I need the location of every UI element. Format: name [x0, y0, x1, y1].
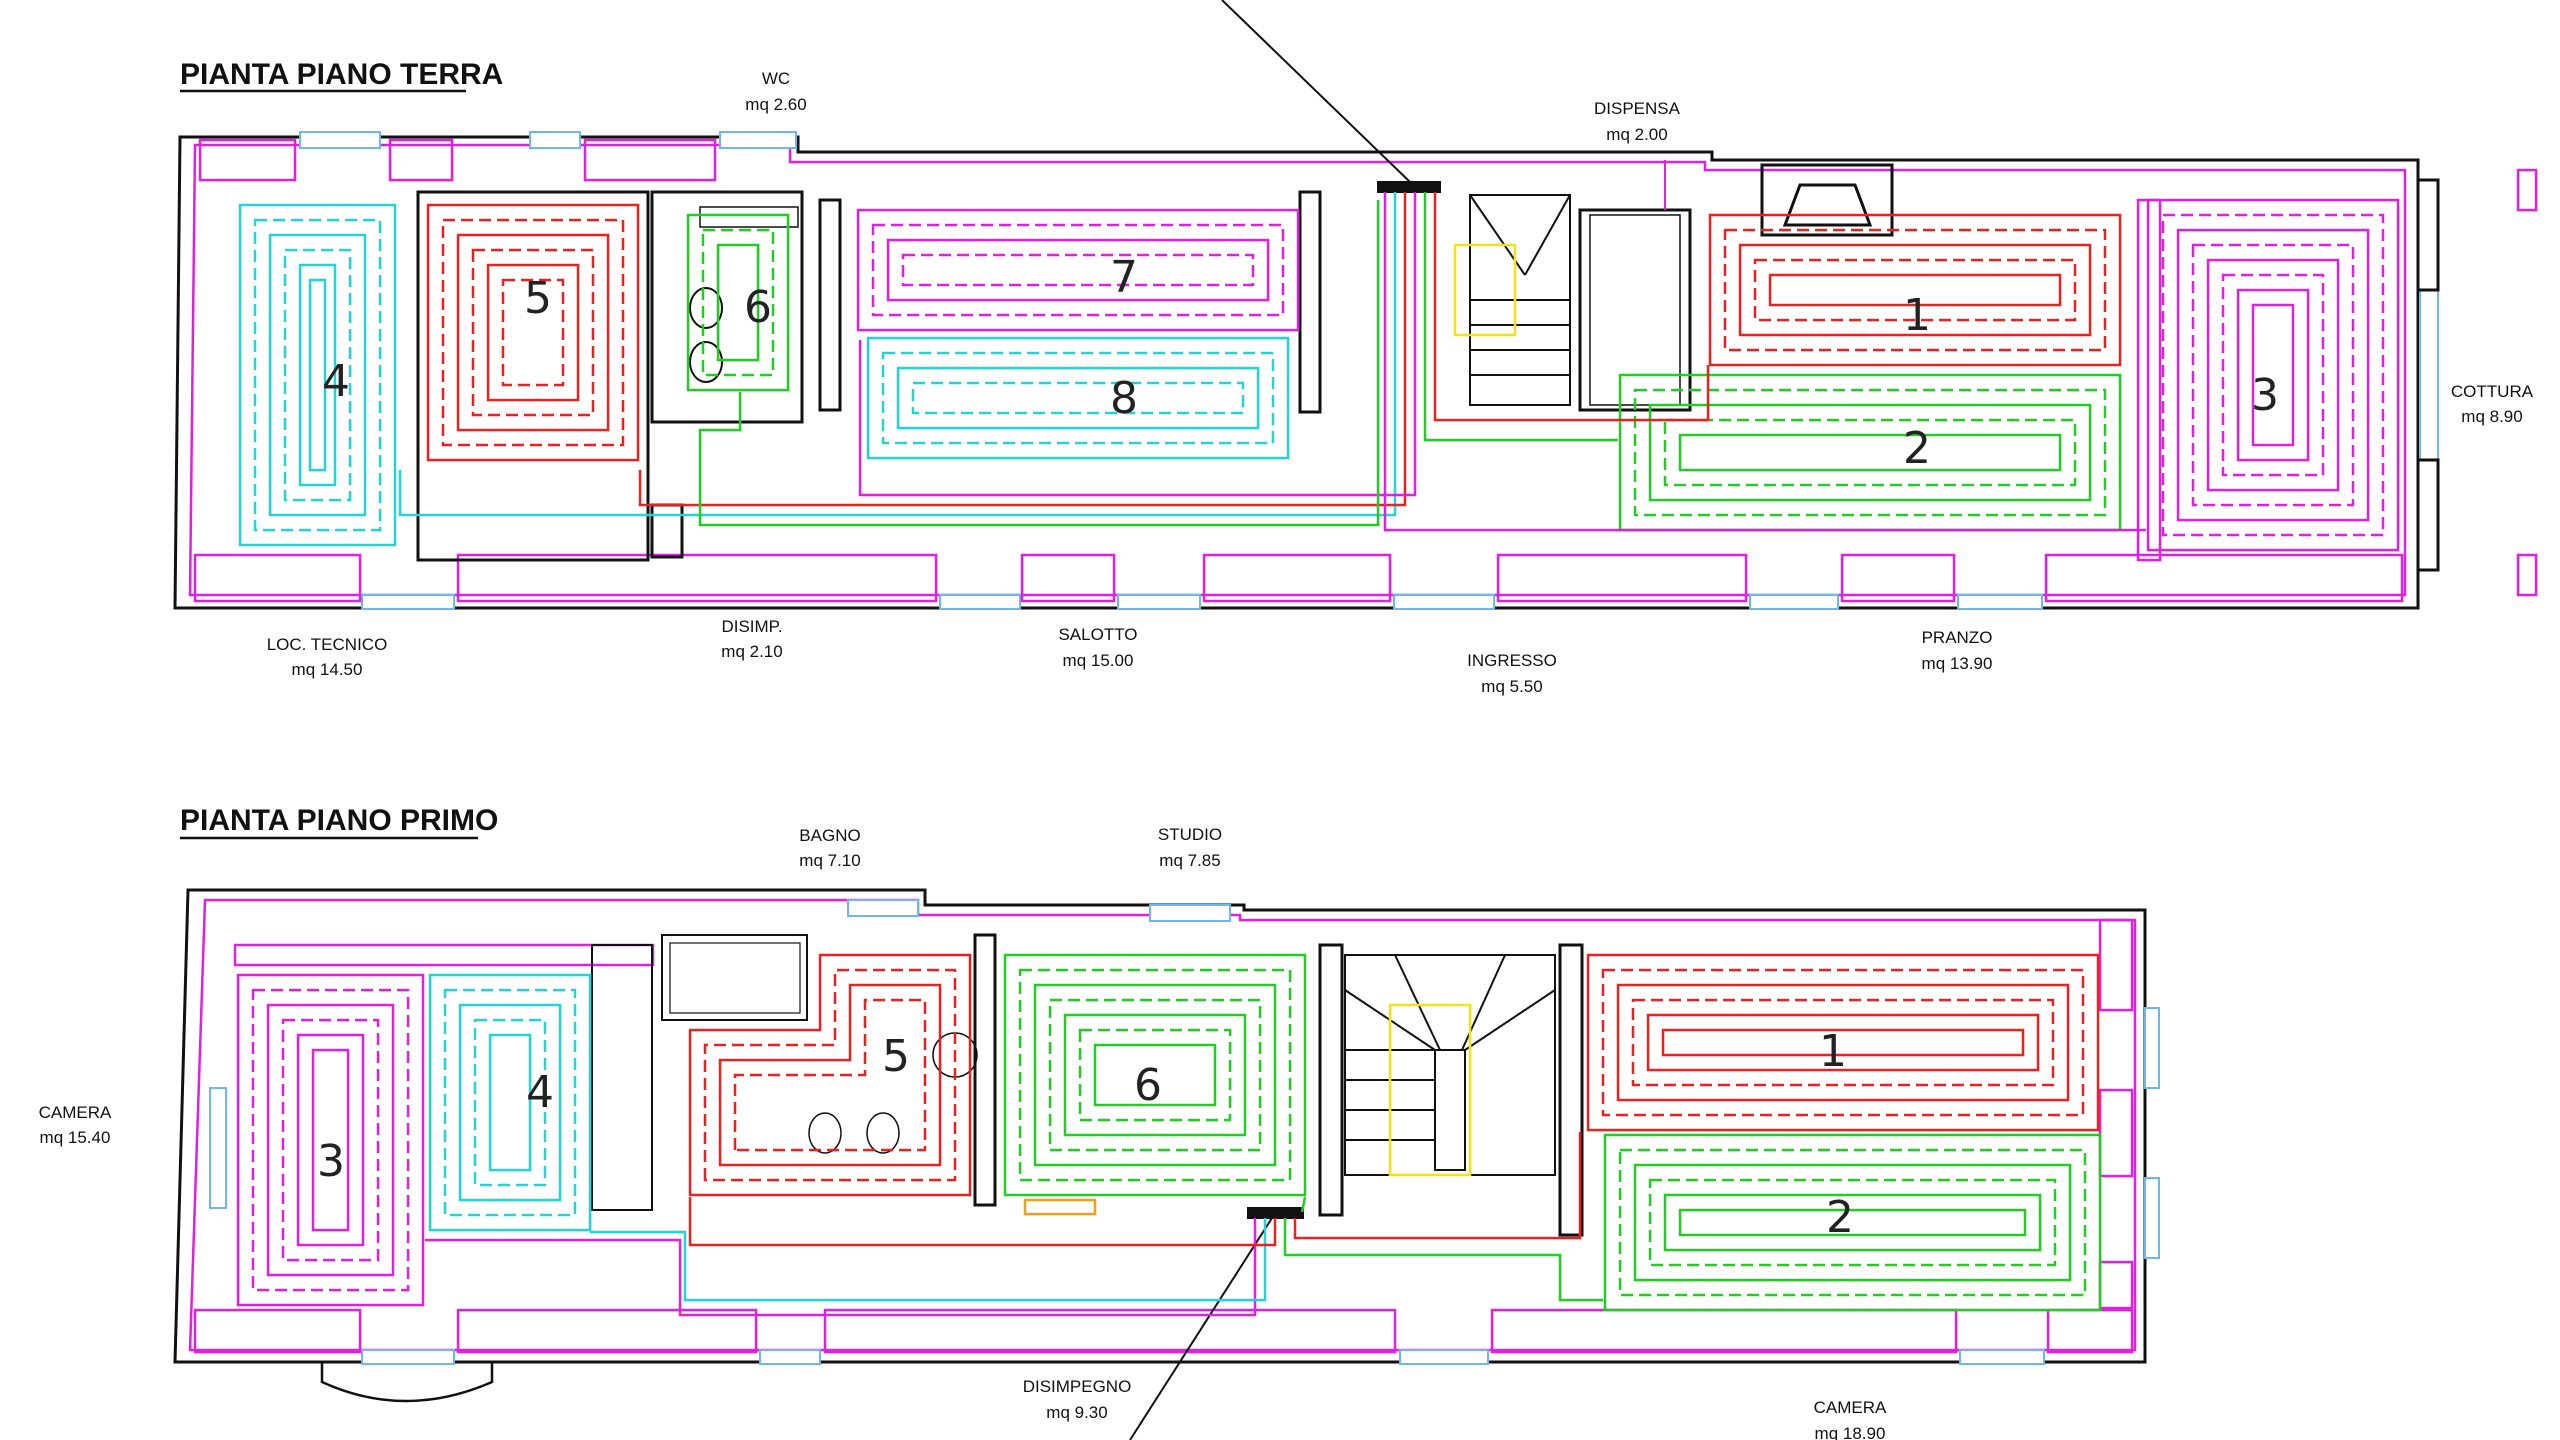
svg-text:mq 13.90: mq 13.90 — [1922, 654, 1993, 673]
svg-text:mq 15.00: mq 15.00 — [1063, 651, 1134, 670]
ground-floor-title: PIANTA PIANO TERRA — [180, 58, 503, 91]
svg-text:DISIMPEGNO: DISIMPEGNO — [1023, 1377, 1132, 1396]
svg-text:mq 2.00: mq 2.00 — [1606, 125, 1667, 144]
room-label-wc: WC mq 2.60 — [745, 69, 806, 114]
circuit-1 — [1586, 953, 2100, 1132]
room-label-bagno: BAGNO mq 7.10 — [799, 826, 860, 870]
svg-text:INGRESSO: INGRESSO — [1467, 651, 1557, 670]
svg-text:mq 9.30: mq 9.30 — [1046, 1403, 1107, 1422]
circuit-5 — [426, 203, 640, 462]
svg-text:mq 7.85: mq 7.85 — [1159, 851, 1220, 870]
circuit-2 — [1618, 373, 2122, 532]
room-label-salotto: SALOTTO mq 15.00 — [1058, 625, 1137, 670]
first-floor-title: PIANTA PIANO PRIMO — [180, 804, 498, 837]
circuit-7 — [856, 208, 1300, 332]
svg-text:mq 15.40: mq 15.40 — [40, 1128, 111, 1147]
svg-text:DISPENSA: DISPENSA — [1594, 99, 1681, 118]
circuit-3 — [2146, 198, 2400, 552]
svg-text:PRANZO: PRANZO — [1922, 628, 1993, 647]
svg-text:mq 7.10: mq 7.10 — [799, 851, 860, 870]
svg-text:BAGNO: BAGNO — [799, 826, 860, 845]
ground-floor-plan: PIANTA PIANO TERRA — [173, 0, 2538, 696]
circuit-label: 1 — [1903, 290, 1931, 341]
svg-text:mq 2.10: mq 2.10 — [721, 642, 782, 661]
circuit-2 — [1603, 1133, 2102, 1312]
circuit-6 — [686, 213, 790, 392]
svg-text:LOC. TECNICO: LOC. TECNICO — [267, 635, 388, 654]
room-label-dispensa: DISPENSA mq 2.00 — [1594, 99, 1681, 144]
svg-text:DISIMP.: DISIMP. — [721, 617, 782, 636]
svg-text:COTTURA: COTTURA — [2451, 382, 2534, 401]
circuit-label: 4 — [322, 356, 350, 407]
svg-text:CAMERA: CAMERA — [1814, 1398, 1887, 1417]
stairs — [1344, 954, 1556, 1177]
circuit-label: 4 — [526, 1067, 554, 1118]
room-label-disimpegno: DISIMPEGNO mq 9.30 — [1023, 1377, 1132, 1422]
room-label-cottura: COTTURA mq 8.90 — [2451, 382, 2534, 426]
first-floor-plan: PIANTA PIANO PRIMO — [39, 804, 2160, 1440]
circuit-8 — [866, 336, 1290, 460]
circuit-1 — [1708, 213, 2122, 367]
circuit-label: 1 — [1819, 1026, 1847, 1077]
room-label-camera-right: CAMERA mq 18.90 — [1814, 1398, 1887, 1440]
room-label-ingresso: INGRESSO mq 5.50 — [1467, 651, 1557, 696]
circuit-label: 5 — [524, 273, 552, 324]
circuit-label: 8 — [1110, 373, 1138, 424]
circuit-4 — [428, 973, 592, 1232]
circuit-4 — [238, 203, 397, 547]
svg-text:mq 5.50: mq 5.50 — [1481, 677, 1542, 696]
room-label-loc-tecnico: LOC. TECNICO mq 14.50 — [267, 635, 388, 679]
svg-text:WC: WC — [762, 69, 790, 88]
circuit-5 — [688, 953, 972, 1197]
stairs — [1453, 194, 1571, 406]
room-label-disimp: DISIMP. mq 2.10 — [721, 617, 782, 661]
svg-text:STUDIO: STUDIO — [1158, 825, 1222, 844]
circuit-label: 3 — [317, 1136, 345, 1187]
circuit-label: 2 — [1826, 1192, 1854, 1243]
svg-text:CAMERA: CAMERA — [39, 1103, 112, 1122]
svg-text:SALOTTO: SALOTTO — [1058, 625, 1137, 644]
room-label-studio: STUDIO mq 7.85 — [1158, 825, 1222, 870]
svg-text:mq 14.50: mq 14.50 — [292, 660, 363, 679]
room-label-camera-left: CAMERA mq 15.40 — [39, 1103, 112, 1147]
circuit-label: 5 — [882, 1031, 910, 1082]
svg-text:mq 18.90: mq 18.90 — [1815, 1424, 1886, 1440]
circuit-6 — [1003, 953, 1307, 1197]
circuit-label: 6 — [1134, 1060, 1162, 1111]
circuit-label: 3 — [2251, 370, 2279, 421]
circuit-label: 7 — [1110, 252, 1138, 303]
room-label-pranzo: PRANZO mq 13.90 — [1922, 628, 1993, 673]
svg-text:mq 2.60: mq 2.60 — [745, 95, 806, 114]
circuit-3 — [236, 973, 425, 1307]
circuit-label: 6 — [744, 282, 772, 333]
svg-text:mq 8.90: mq 8.90 — [2461, 407, 2522, 426]
circuit-label: 2 — [1903, 423, 1931, 474]
